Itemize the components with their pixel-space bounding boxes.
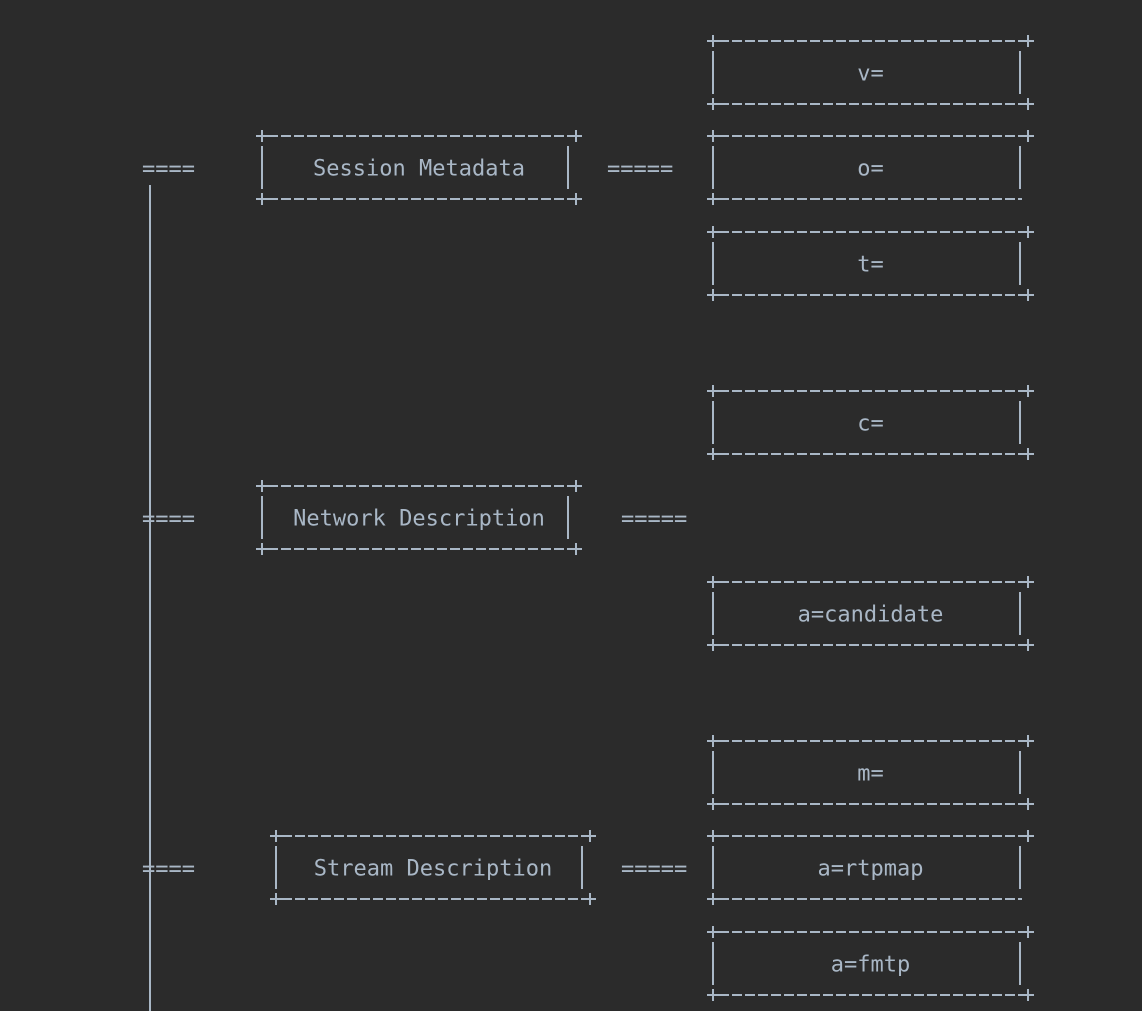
field-box-c-bottom-border-corner — [707, 448, 719, 460]
field-box-m-bottom-border-corner — [1022, 798, 1034, 810]
field-box-fmtp-top-border-corner — [1022, 926, 1034, 938]
field-box-fmtp-label: a=fmtp — [831, 953, 910, 978]
field-box-fmtp-bottom-border-corner — [1022, 989, 1034, 1001]
field-box-o-label: o= — [857, 157, 884, 182]
field-box-c-top-border-corner — [1022, 385, 1034, 397]
field-box-o-bottom-border-corner — [707, 193, 719, 205]
section-box-network-top-border-corner — [256, 480, 268, 492]
field-box-rtpmap-bottom-border-corner — [707, 893, 719, 905]
field-box-m-label: m= — [857, 762, 884, 787]
field-box-candidate-top-border-corner — [707, 576, 719, 588]
section-box-stream-bottom-border-corner — [270, 893, 282, 905]
right-connector-stream: ===== — [621, 857, 687, 882]
section-box-stream-label: Stream Description — [314, 857, 552, 882]
field-box-t-top-border-corner — [1022, 226, 1034, 238]
section-box-session-label: Session Metadata — [313, 157, 525, 182]
field-box-t-top-border-corner — [707, 226, 719, 238]
field-box-v-bottom-border-corner — [707, 98, 719, 110]
section-box-stream-bottom-border-corner — [584, 893, 596, 905]
section-box-session-top-border-corner — [256, 130, 268, 142]
field-box-o-top-border-corner — [1022, 130, 1034, 142]
section-box-session-bottom-border-corner — [256, 193, 268, 205]
right-connector-network: ===== — [621, 507, 687, 532]
left-connector-stream: ==== — [142, 857, 195, 882]
field-box-c-label: c= — [857, 412, 884, 437]
field-box-candidate-bottom-border-corner — [1022, 639, 1034, 651]
field-box-rtpmap-top-border-corner — [1022, 830, 1034, 842]
field-box-c-bottom-border-corner — [1022, 448, 1034, 460]
field-box-fmtp-bottom-border-corner — [707, 989, 719, 1001]
field-box-v-bottom-border-corner — [1022, 98, 1034, 110]
section-box-network-label: Network Description — [293, 507, 545, 532]
section-box-session-bottom-border-corner — [570, 193, 582, 205]
field-box-m-top-border-corner — [1022, 735, 1034, 747]
field-box-rtpmap-label: a=rtpmap — [818, 857, 924, 882]
field-box-t-bottom-border-corner — [1022, 289, 1034, 301]
field-box-candidate-bottom-border-corner — [707, 639, 719, 651]
right-connector-session: ===== — [607, 157, 673, 182]
field-box-t-label: t= — [857, 253, 884, 278]
left-connector-network: ==== — [142, 507, 195, 532]
field-box-v-label: v= — [857, 62, 884, 87]
field-box-fmtp-top-border-corner — [707, 926, 719, 938]
field-box-v-top-border-corner — [707, 35, 719, 47]
left-connector-session: ==== — [142, 157, 195, 182]
section-box-network-bottom-border-corner — [256, 543, 268, 555]
field-box-candidate-label: a=candidate — [798, 603, 944, 628]
field-box-rtpmap-top-border-corner — [707, 830, 719, 842]
section-box-stream-top-border-corner — [584, 830, 596, 842]
field-box-candidate-top-border-corner — [1022, 576, 1034, 588]
field-box-m-top-border-corner — [707, 735, 719, 747]
section-box-network-top-border-corner — [570, 480, 582, 492]
field-box-o-top-border-corner — [707, 130, 719, 142]
field-box-c-top-border-corner — [707, 385, 719, 397]
field-box-t-bottom-border-corner — [707, 289, 719, 301]
field-box-m-bottom-border-corner — [707, 798, 719, 810]
section-box-stream-top-border-corner — [270, 830, 282, 842]
section-box-session-top-border-corner — [570, 130, 582, 142]
field-box-v-top-border-corner — [1022, 35, 1034, 47]
section-box-network-bottom-border-corner — [570, 543, 582, 555]
